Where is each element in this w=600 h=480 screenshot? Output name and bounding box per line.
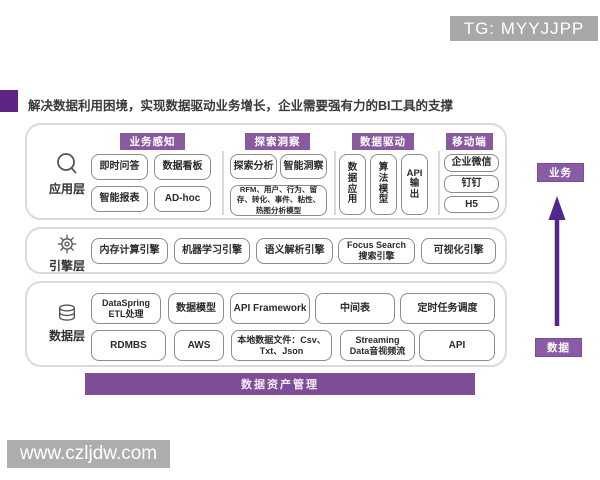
- page-title: 解决数据利用困境，实现数据驱动业务增长，企业需要强有力的BI工具的支撑: [28, 99, 454, 113]
- layer-label-text: 引擎层: [48, 259, 85, 273]
- data-box: 数据模型: [168, 293, 224, 324]
- flow-label-data: 数据: [535, 338, 582, 357]
- engine-box: 可视化引擎: [421, 238, 496, 264]
- gear-icon: [57, 234, 77, 254]
- app-box: 探索分析: [230, 154, 277, 179]
- data-box: Streaming Data音视频流: [340, 330, 415, 361]
- section-badge-business-sense: 业务感知: [120, 133, 185, 150]
- section-divider: [222, 151, 224, 215]
- engine-box: 语义解析引擎: [256, 238, 333, 264]
- data-layer-label: 数据层: [36, 302, 98, 344]
- app-box: 算 法 模 型: [370, 154, 397, 215]
- data-box: RDMBS: [91, 330, 166, 361]
- upward-arrow-icon: [548, 196, 566, 326]
- section-badge-explore-insight: 探索洞察: [245, 133, 310, 150]
- section-badge-data-driven: 数据驱动: [352, 133, 414, 150]
- app-box: 即时问答: [91, 154, 148, 180]
- application-layer-card: 应用层 业务感知 即时问答 数据看板 智能报表 AD-hoc 探索洞察 探索分析…: [25, 123, 507, 220]
- magnifier-icon: [57, 153, 77, 174]
- app-box: 智能报表: [91, 186, 148, 212]
- data-box: AWS: [174, 330, 224, 361]
- app-box: 智能洞察: [280, 154, 327, 179]
- app-box: 企业微信: [444, 154, 499, 172]
- engine-layer-card: 引擎层 内存计算引擎 机器学习引擎 语义解析引擎 Focus Search 搜索…: [25, 227, 507, 274]
- engine-layer-label: 引擎层: [36, 234, 98, 274]
- app-box: API 输 出: [401, 154, 428, 215]
- data-box: 本地数据文件：Csv、 Txt、Json: [231, 330, 332, 361]
- section-divider: [438, 151, 440, 215]
- data-box: 定时任务调度: [400, 293, 495, 324]
- engine-box: Focus Search 搜索引擎: [338, 238, 415, 264]
- app-box: 数据看板: [154, 154, 211, 180]
- app-box: 钉钉: [444, 175, 499, 193]
- flow-label-business: 业务: [537, 163, 584, 182]
- application-layer-label: 应用层: [36, 151, 98, 197]
- title-bullet-square: [0, 90, 18, 112]
- database-icon: [58, 304, 76, 321]
- data-box: API Framework: [230, 293, 310, 324]
- app-note-box: RFM、用户、行为、留存、转化、事件、粘性、热图分析模型: [230, 185, 327, 216]
- app-box: 数 据 应 用: [339, 154, 366, 215]
- tg-watermark: TG: MYYJJPP: [450, 16, 598, 41]
- app-box: H5: [444, 196, 499, 213]
- engine-box: 内存计算引擎: [91, 238, 168, 264]
- layer-label-text: 数据层: [48, 329, 85, 343]
- data-box: 中间表: [315, 293, 395, 324]
- layer-label-text: 应用层: [48, 182, 85, 196]
- data-box: DataSpring ETL处理: [91, 293, 161, 324]
- app-box: AD-hoc: [154, 186, 211, 212]
- data-box: API: [419, 330, 495, 361]
- engine-box: 机器学习引擎: [174, 238, 250, 264]
- section-divider: [334, 151, 336, 215]
- section-badge-mobile: 移动端: [446, 133, 493, 150]
- data-layer-card: 数据层 DataSpring ETL处理 数据模型 API Framework …: [25, 281, 507, 367]
- data-asset-management-bar: 数据资产管理: [85, 373, 475, 395]
- site-watermark: www.czljdw.com: [7, 440, 170, 468]
